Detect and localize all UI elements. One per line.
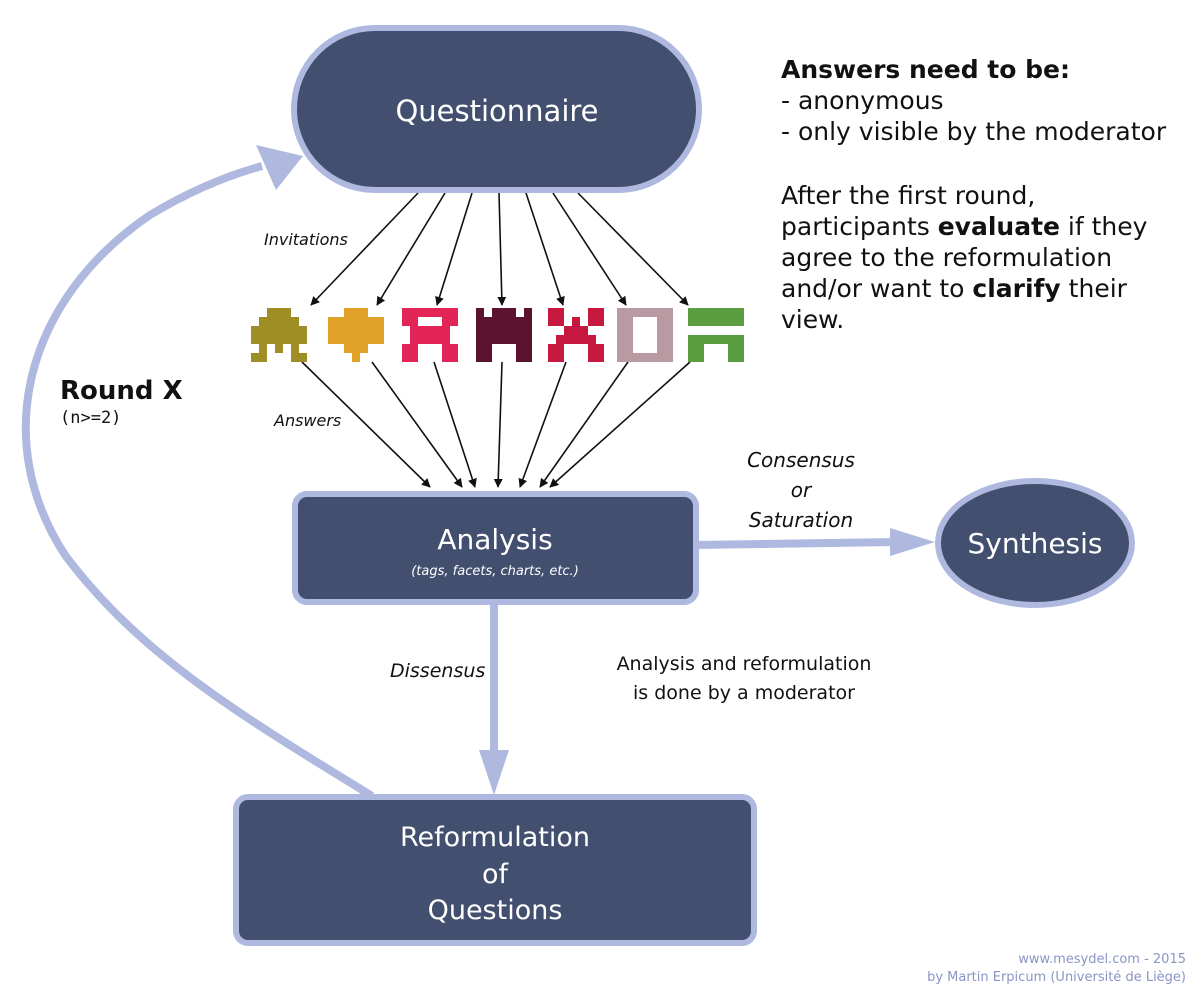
invitations-label: Invitations — [264, 230, 348, 249]
dissensus-label: Dissensus — [390, 660, 485, 682]
moderator-note-line-1: Analysis and reformulation — [617, 653, 872, 675]
consensus-label: Consensus — [747, 448, 855, 472]
or-label: or — [791, 478, 813, 502]
notes-text: their view. — [781, 274, 1127, 334]
notes-second-round: After the first round, participants eval… — [781, 180, 1191, 335]
answer-arrows — [301, 361, 691, 488]
notes-heading: Answers need to be: — [781, 55, 1070, 84]
round-loop-arrowhead — [256, 145, 303, 190]
invader-6-icon — [617, 308, 673, 362]
round-subtitle: (n>=2) — [60, 408, 122, 428]
rules-notes: Answers need to be: - anonymous - only v… — [781, 54, 1191, 335]
round-loop-arrow — [21, 162, 375, 800]
analysis-node[interactable]: Analysis (tags, facets, charts, etc.) — [292, 491, 699, 605]
credit-author: by Martin Erpicum (Université de Liège) — [927, 970, 1186, 985]
saturation-label: Saturation — [749, 508, 853, 532]
invader-7-icon — [688, 308, 744, 362]
notes-item-anonymous: - anonymous — [781, 86, 944, 115]
notes-text: After the first round, participants — [781, 181, 1036, 241]
answers-label: Answers — [273, 411, 341, 430]
consensus-arrowhead — [890, 528, 935, 556]
moderator-note-line-2: is done by a moderator — [633, 682, 855, 704]
reformulation-label-line-2: of — [482, 859, 510, 890]
invitation-arrows — [310, 192, 689, 306]
invader-2-icon — [328, 308, 384, 362]
invader-4-icon — [476, 308, 532, 362]
participant-icons — [251, 308, 744, 362]
credit: www.mesydel.com - 2015 by Martin Erpicum… — [927, 951, 1186, 987]
synthesis-label: Synthesis — [968, 527, 1103, 560]
credit-site[interactable]: www.mesydel.com - 2015 — [1018, 952, 1186, 967]
notes-text: if they agree to the reformulation and/o… — [781, 212, 1148, 303]
questionnaire-label: Questionnaire — [395, 94, 598, 128]
analysis-sublabel: (tags, facets, charts, etc.) — [411, 564, 579, 579]
invader-5-icon — [548, 308, 604, 362]
invader-3-icon — [402, 308, 458, 362]
questionnaire-node[interactable]: Questionnaire — [291, 25, 702, 193]
reformulation-label-line-1: Reformulation — [400, 822, 590, 853]
notes-bold-evaluate: evaluate — [937, 212, 1060, 241]
reformulation-node[interactable]: Reformulation of Questions — [233, 794, 757, 946]
notes-bold-clarify: clarify — [972, 274, 1061, 303]
dissensus-arrowhead — [479, 750, 509, 795]
synthesis-node[interactable]: Synthesis — [935, 478, 1135, 608]
reformulation-label-line-3: Questions — [428, 895, 563, 926]
round-title: Round X — [60, 376, 183, 406]
invader-1-icon — [251, 308, 307, 362]
analysis-label: Analysis — [437, 523, 552, 556]
round-label: Round X (n>=2) — [60, 376, 183, 428]
notes-item-visibility: - only visible by the moderator — [781, 117, 1167, 146]
consensus-arrow — [694, 538, 896, 549]
